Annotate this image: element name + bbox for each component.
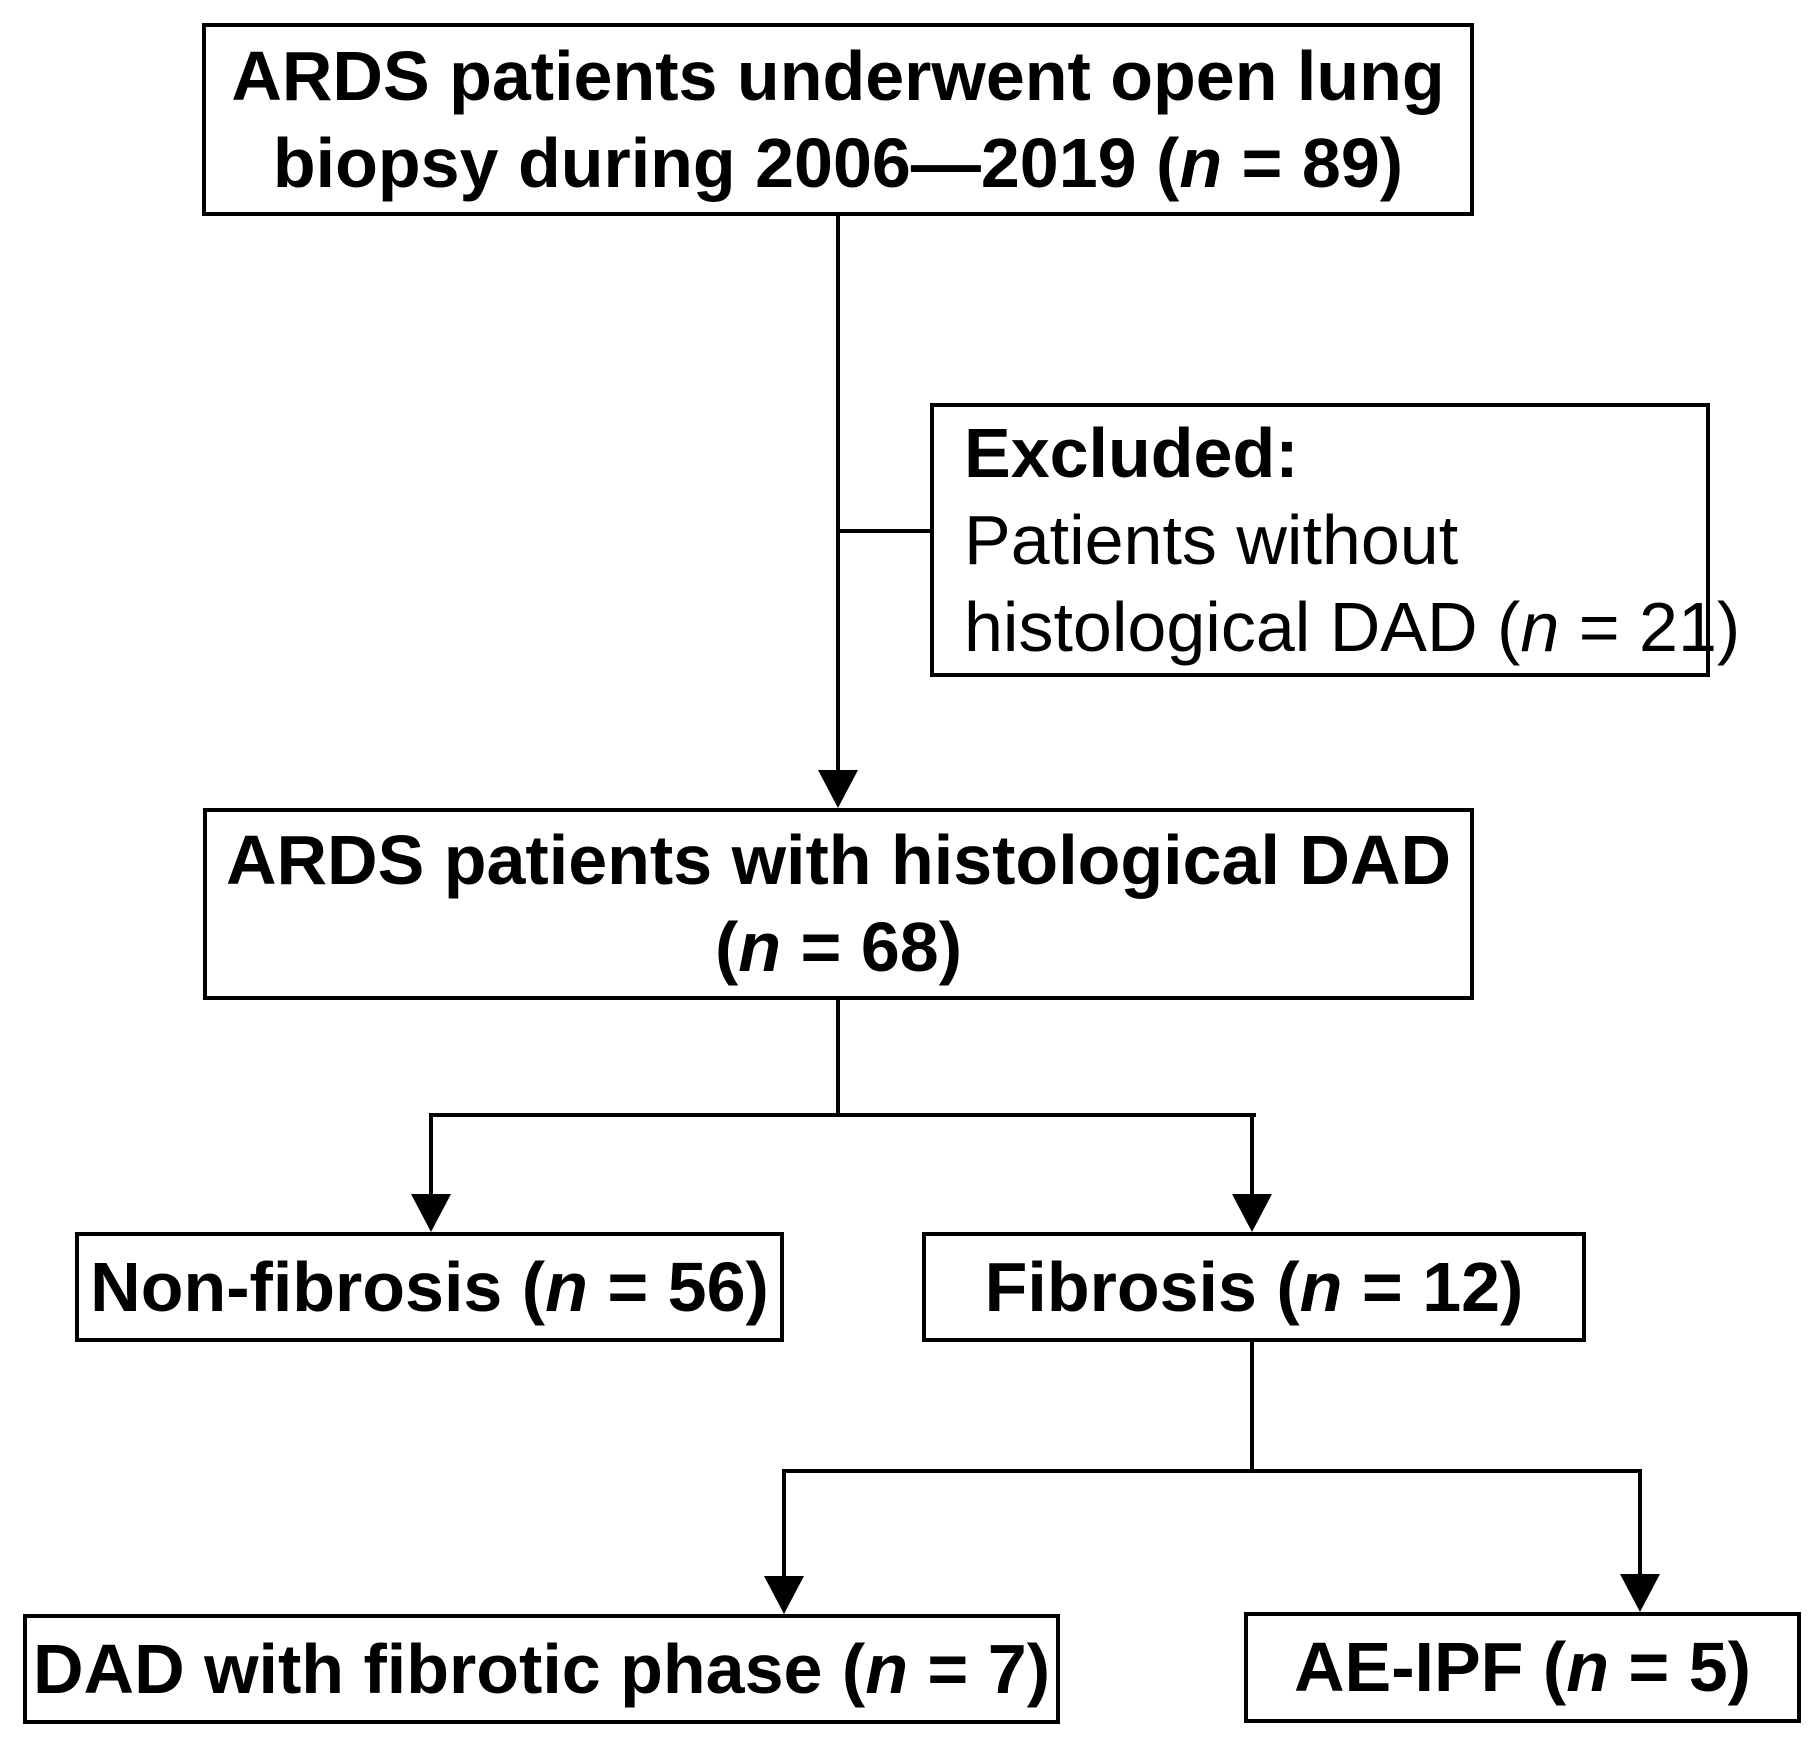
italic-n: n [1179, 123, 1223, 202]
node-text-line: AE-IPF (n = 5) [1293, 1628, 1751, 1706]
connector-top-to-middle [836, 216, 840, 775]
node-dad-fibrotic-phase: DAD with fibrotic phase (n = 7) [23, 1614, 1060, 1724]
connector-middle-down [836, 1000, 840, 1117]
arrowhead-into-ae-ipf-icon [1620, 1574, 1660, 1612]
node-ards-open-lung-biopsy: ARDS patients underwent open lung biopsy… [202, 23, 1474, 216]
italic-n: n [1299, 1247, 1343, 1326]
node-excluded: Excluded: Patients without histological … [930, 403, 1740, 677]
node-fibrosis: Fibrosis (n = 12) [922, 1232, 1586, 1342]
connector-to-non-fibrosis [429, 1113, 433, 1198]
node-text-line: histological DAD (n = 21) [964, 587, 1741, 666]
connector-to-ae-ipf [1638, 1469, 1642, 1576]
italic-n: n [545, 1247, 588, 1326]
node-ae-ipf: AE-IPF (n = 5) [1244, 1612, 1801, 1723]
node-text-line: ARDS patients underwent open lung [231, 36, 1445, 115]
italic-n: n [1520, 587, 1560, 666]
connector-to-dad-fibrotic [782, 1469, 786, 1578]
node-text-line: ARDS patients with histological DAD [225, 821, 1452, 899]
node-text-line: Patients without [964, 500, 1459, 579]
connector-to-fibrosis [1250, 1113, 1254, 1198]
connector-branch-tier3 [784, 1469, 1642, 1473]
italic-n: n [865, 1629, 908, 1708]
arrowhead-into-non-fibrosis-icon [411, 1194, 451, 1232]
node-text-line: (n = 68) [714, 908, 963, 986]
node-non-fibrosis: Non-fibrosis (n = 56) [75, 1232, 784, 1342]
connector-to-excluded [838, 529, 930, 533]
node-text-line: Fibrosis (n = 12) [984, 1247, 1524, 1326]
connector-fibrosis-down [1250, 1342, 1254, 1473]
node-text-line: DAD with fibrotic phase (n = 7) [32, 1629, 1051, 1708]
italic-n: n [738, 908, 782, 986]
italic-n: n [1566, 1628, 1609, 1706]
node-ards-histological-dad: ARDS patients with histological DAD (n =… [203, 808, 1474, 1000]
arrowhead-into-dad-fibrotic-icon [764, 1576, 804, 1614]
excluded-heading: Excluded: [964, 413, 1299, 492]
arrowhead-into-middle-icon [818, 770, 858, 808]
arrowhead-into-fibrosis-icon [1232, 1194, 1272, 1232]
node-text-line: biopsy during 2006—2019 (n = 89) [272, 123, 1404, 202]
connector-branch-tier2 [431, 1113, 1256, 1117]
node-text-line: Non-fibrosis (n = 56) [90, 1247, 769, 1326]
